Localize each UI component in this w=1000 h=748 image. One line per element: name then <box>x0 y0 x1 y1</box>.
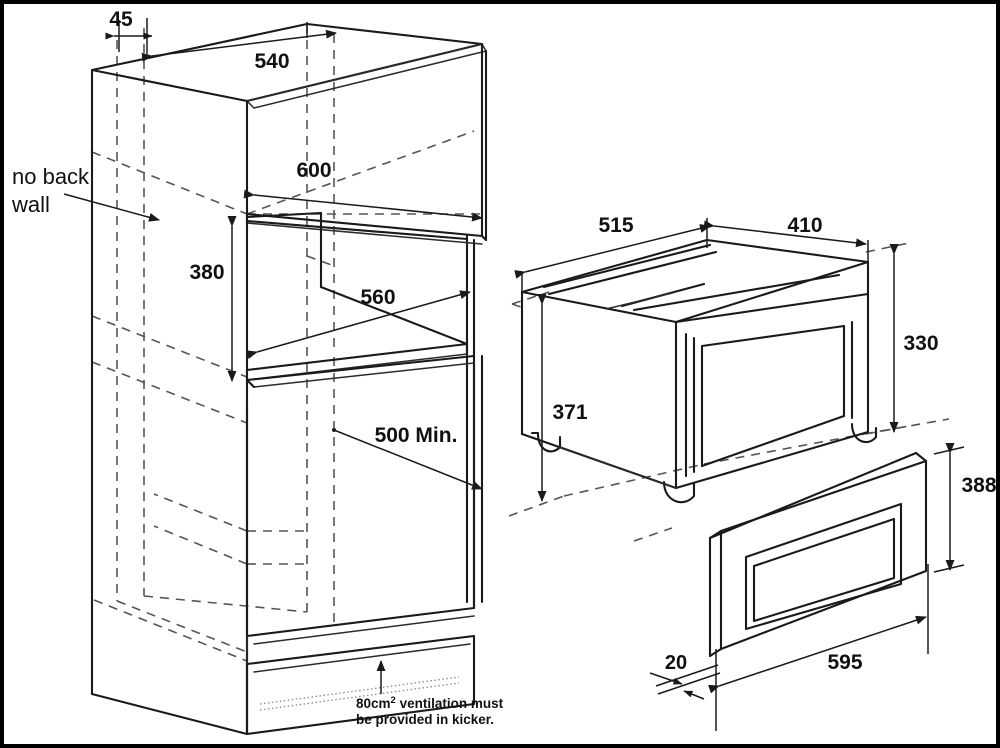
dimension-45: 45 <box>105 8 153 54</box>
note-no-back-wall: no back wall <box>11 164 160 222</box>
dimension-388: 388 <box>933 443 996 573</box>
microwave-oven-body: 515 410 330 371 <box>508 214 950 542</box>
dimension-540: 540 <box>141 22 337 73</box>
oven-hidden-lines <box>508 242 950 542</box>
dimension-label-330: 330 <box>903 332 938 355</box>
dimension-label-560: 560 <box>360 286 395 309</box>
dimension-560: 560 <box>246 286 471 360</box>
note-kicker-ventilation: 80cm2 ventilation must be provided in ki… <box>356 660 504 727</box>
cabinet-housing: 45 540 600 380 560 <box>11 8 504 736</box>
note-kicker-line1: 80cm2 ventilation must <box>356 695 504 711</box>
dimension-label-45: 45 <box>109 8 133 31</box>
dimension-380: 380 <box>189 216 237 382</box>
note-kicker-line2: be provided in kicker. <box>356 712 494 727</box>
dimension-label-595: 595 <box>827 651 862 674</box>
note-no-back-wall-line2: wall <box>11 192 50 217</box>
dimension-595: 595 <box>708 564 929 731</box>
dimension-label-388: 388 <box>961 474 996 497</box>
dimension-label-20: 20 <box>665 652 687 674</box>
dimension-label-515: 515 <box>598 214 633 237</box>
dimension-20: 20 <box>649 652 721 700</box>
note-no-back-wall-line1: no back <box>12 164 90 189</box>
oven-outline <box>520 238 878 504</box>
dimension-410: 410 <box>703 214 869 268</box>
dimension-label-371: 371 <box>552 401 587 424</box>
dimension-330: 330 <box>889 244 939 433</box>
installation-diagram-svg: 45 540 600 380 560 <box>11 8 996 736</box>
dimension-500-min: 500 Min. <box>332 424 483 490</box>
dimension-label-600: 600 <box>296 159 331 182</box>
dimension-515: 515 <box>514 214 711 300</box>
dimension-label-410: 410 <box>787 214 822 237</box>
dimension-label-540: 540 <box>254 50 289 73</box>
dimension-label-500-min: 500 Min. <box>375 424 458 447</box>
door-outline <box>708 451 928 658</box>
cabinet-hidden-lines <box>91 24 482 662</box>
dimension-371: 371 <box>537 294 588 502</box>
dimension-label-380: 380 <box>189 261 224 284</box>
dimension-600: 600 <box>243 159 483 222</box>
oven-door-panel: 388 595 20 <box>649 443 996 731</box>
cabinet-outline <box>90 22 488 736</box>
